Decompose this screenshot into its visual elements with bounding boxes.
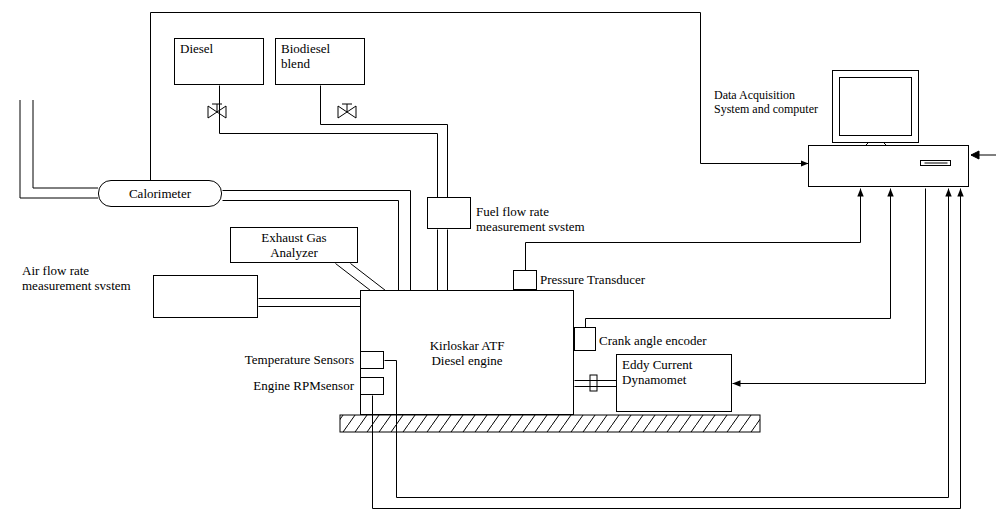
connector-line (385, 189, 949, 498)
box-label: Calorimeter (129, 186, 191, 201)
sensor-box: Engine RPMsensor (360, 377, 384, 395)
connector-line (220, 86, 438, 198)
connector (259, 299, 361, 307)
sensor-box: Pressure Transducer (513, 270, 537, 290)
connector-line (321, 86, 448, 198)
connector-line (223, 201, 399, 291)
dynamometer-box: Eddy Current Dynamomet (616, 354, 732, 412)
box-label: Fuel flow rate measurement svstem (476, 204, 604, 234)
connector-line (586, 189, 891, 328)
box-label: Crank angle encoder (599, 333, 707, 348)
box-label: Temperature Sensors (245, 352, 354, 367)
connector-line (336, 264, 371, 291)
ground-base (340, 415, 760, 432)
connector (220, 86, 438, 198)
box-label: Biodiesel blend (276, 39, 358, 73)
valve (338, 104, 356, 118)
connector (385, 189, 949, 498)
calorimeter-box: Calorimeter (98, 180, 222, 207)
connector-line (733, 189, 926, 384)
flow-meter-box: Air flow rate measurement svstem (153, 275, 258, 318)
box-label: Data Acquisition System and computer (714, 88, 822, 116)
sensor-box: Crank angle encoder (574, 327, 596, 351)
connector-line (259, 306, 361, 307)
connector (575, 381, 617, 387)
box-label: Eddy Current Dynamomet (617, 355, 701, 389)
connector (373, 189, 961, 509)
connector-line (447, 230, 448, 291)
box-label: Diesel (175, 39, 263, 58)
connector-line (575, 380, 617, 381)
connector-line (351, 264, 386, 291)
connector-line (437, 230, 438, 291)
connector-line (151, 13, 809, 181)
connector-line (373, 189, 961, 509)
connector (733, 189, 926, 384)
valve (208, 104, 226, 118)
box-label: Pressure Transducer (540, 272, 645, 287)
water-pipe (20, 100, 98, 198)
box-label: Exhaust Gas Analyzer (248, 230, 340, 260)
fuel-tank: Biodiesel blend (275, 38, 365, 85)
sensor-box: Temperature Sensors (360, 351, 384, 369)
connector-line (259, 298, 361, 299)
connector (151, 13, 809, 181)
connector (586, 189, 891, 328)
box-label: Engine RPMsensor (253, 378, 354, 393)
computer-icon: Data Acquisition System and computer (808, 68, 970, 188)
computer-drawing (808, 68, 970, 188)
shaft-coupling (590, 375, 597, 391)
connector-line (575, 386, 617, 387)
box-label: Kirloskar ATF Diesel engine (412, 338, 522, 368)
connector (336, 264, 386, 291)
gas-analyzer-box: Exhaust Gas Analyzer (230, 227, 358, 263)
arrow-head (971, 151, 979, 159)
fuel-tank: Diesel (174, 38, 264, 85)
box-label: Air flow rate measurement svstem (22, 263, 150, 293)
connector (321, 86, 448, 198)
connector (438, 230, 448, 291)
flow-meter-box: Fuel flow rate measurement svstem (427, 197, 471, 229)
engine-box: Kirloskar ATF Diesel engine Temperature S… (360, 290, 574, 415)
